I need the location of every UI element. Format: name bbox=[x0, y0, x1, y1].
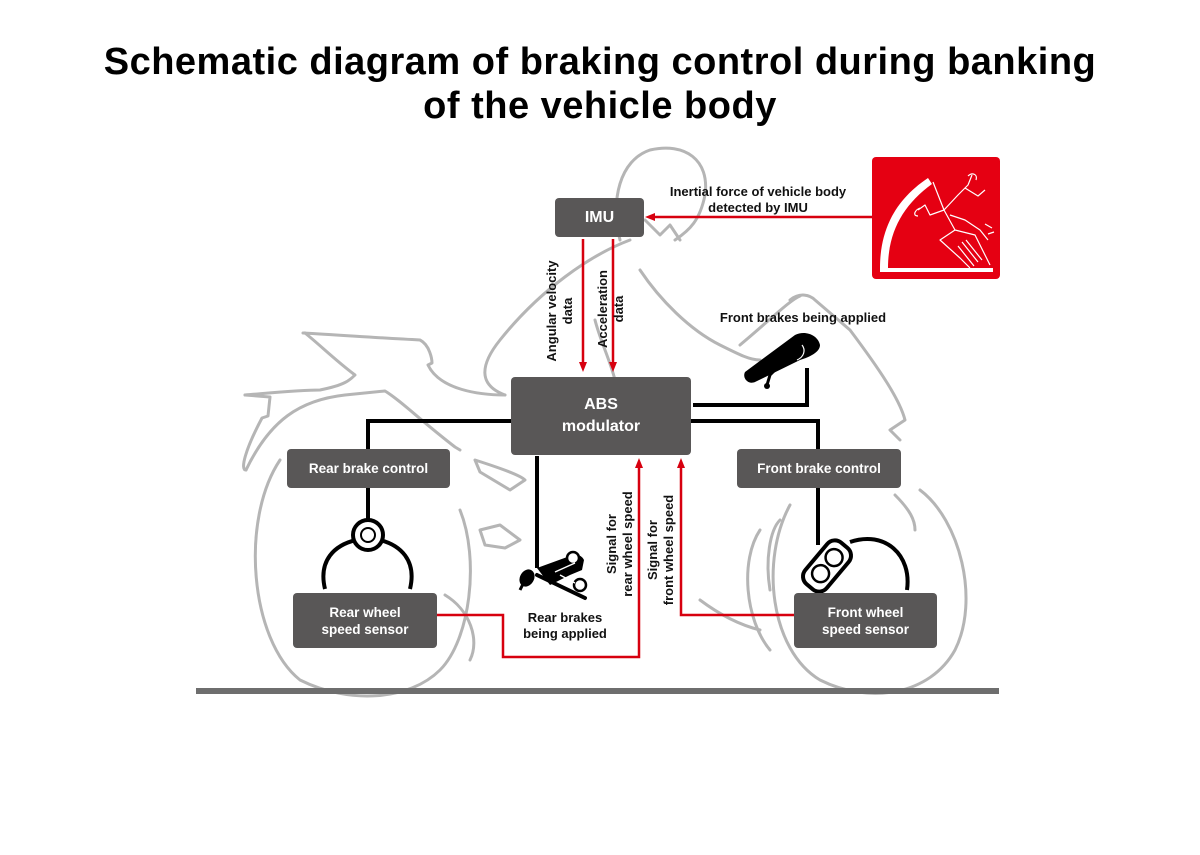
rear-speed-signal-arrow bbox=[437, 458, 643, 659]
abs-label-line-2: modulator bbox=[561, 418, 641, 435]
rear-wheel-speed-sensor-box: Rear wheel speed sensor bbox=[293, 593, 437, 648]
front-sensor-label-line-1: Front wheel bbox=[827, 604, 904, 620]
tail-lower bbox=[242, 393, 272, 472]
rear-brake-control-label: Rear brake control bbox=[308, 461, 429, 476]
front-fairing bbox=[738, 294, 802, 347]
rear-caliper-icon bbox=[351, 518, 385, 552]
front-caliper-icon bbox=[801, 538, 853, 594]
ground-line bbox=[196, 688, 999, 694]
abs-label-line-1: ABS bbox=[584, 396, 618, 413]
subframe bbox=[244, 389, 462, 472]
rear-brakes-label-line-1: Rear brakes bbox=[527, 610, 603, 625]
rear-sensor-label-line-1: Rear wheel bbox=[329, 604, 401, 620]
brake-pedal-icon bbox=[518, 550, 588, 600]
rider-arm bbox=[638, 268, 762, 362]
motorcycle-banking-icon bbox=[872, 157, 1000, 279]
front-caliper-arc bbox=[849, 536, 910, 591]
signal-lines bbox=[437, 213, 872, 659]
imu-label: IMU bbox=[584, 208, 615, 226]
inertial-force-label: Inertial force of vehicle body detected … bbox=[640, 184, 876, 216]
windscreen-outline bbox=[788, 293, 907, 442]
angular-label-line-1: Angular velocity bbox=[544, 260, 559, 362]
accel-label-line-2: data bbox=[611, 295, 626, 323]
rear-speed-signal-label: Signal for rear wheel speed bbox=[604, 479, 638, 609]
acceleration-label: Acceleration data bbox=[595, 259, 629, 359]
abs-modulator-box: ABS modulator bbox=[511, 377, 691, 455]
line-abs-to-front-control bbox=[690, 419, 820, 461]
imu-box: IMU bbox=[555, 198, 644, 237]
rear-brake-control-box: Rear brake control bbox=[287, 449, 450, 488]
line-abs-to-rear-control bbox=[366, 419, 512, 461]
engine-outline bbox=[478, 523, 522, 550]
front-fender bbox=[893, 493, 917, 532]
rear-brakes-label-line-2: being applied bbox=[523, 626, 607, 641]
tail-outline bbox=[301, 331, 507, 397]
rider-visor bbox=[643, 218, 682, 242]
title-line-2: of the vehicle body bbox=[423, 85, 777, 127]
hydraulic-lines bbox=[321, 368, 910, 591]
exhaust-outline bbox=[473, 458, 527, 492]
front-fork-outline bbox=[766, 518, 782, 592]
lower-fairing bbox=[443, 593, 476, 662]
rear-brakes-applied-label: Rear brakes being applied bbox=[505, 610, 625, 642]
signal-front-line-1: Signal for bbox=[645, 520, 660, 580]
ground-arc-left bbox=[698, 598, 762, 632]
signal-rear-line-1: Signal for bbox=[604, 514, 619, 574]
front-sensor-label-line-2: speed sensor bbox=[821, 621, 910, 637]
title-line-1: Schematic diagram of braking control dur… bbox=[103, 41, 1097, 83]
front-brakes-applied-label: Front brakes being applied bbox=[719, 310, 887, 325]
rider-torso bbox=[593, 318, 617, 382]
diagram-title: Schematic diagram of braking control dur… bbox=[0, 40, 1200, 128]
seat-outline bbox=[243, 331, 357, 397]
front-arc-inner bbox=[746, 528, 772, 652]
signal-rear-line-2: rear wheel speed bbox=[620, 491, 635, 597]
rear-sensor-label-line-2: speed sensor bbox=[321, 621, 409, 637]
line-abs-to-front-lever bbox=[693, 368, 809, 407]
front-speed-signal-label: Signal for front wheel speed bbox=[645, 480, 679, 620]
angular-velocity-label: Angular velocity data bbox=[544, 246, 578, 376]
inertial-label-line-1: Inertial force of vehicle body bbox=[669, 184, 847, 199]
front-brake-control-label: Front brake control bbox=[757, 461, 881, 476]
front-wheel-speed-sensor-box: Front wheel speed sensor bbox=[794, 593, 937, 648]
signal-front-line-2: front wheel speed bbox=[661, 494, 676, 606]
rider-back bbox=[483, 238, 632, 397]
front-speed-signal-arrow bbox=[677, 458, 795, 617]
front-wheel-outline bbox=[771, 488, 968, 695]
angular-label-line-2: data bbox=[560, 297, 575, 325]
rear-wheel-outline bbox=[253, 458, 472, 698]
brake-lever-icon bbox=[744, 333, 820, 389]
front-brake-control-box: Front brake control bbox=[737, 449, 901, 488]
motorcycle-silhouette bbox=[242, 146, 968, 698]
accel-label-line-1: Acceleration bbox=[595, 269, 610, 349]
rear-caliper-arc bbox=[321, 538, 414, 590]
inertial-label-line-2: detected by IMU bbox=[708, 200, 808, 215]
